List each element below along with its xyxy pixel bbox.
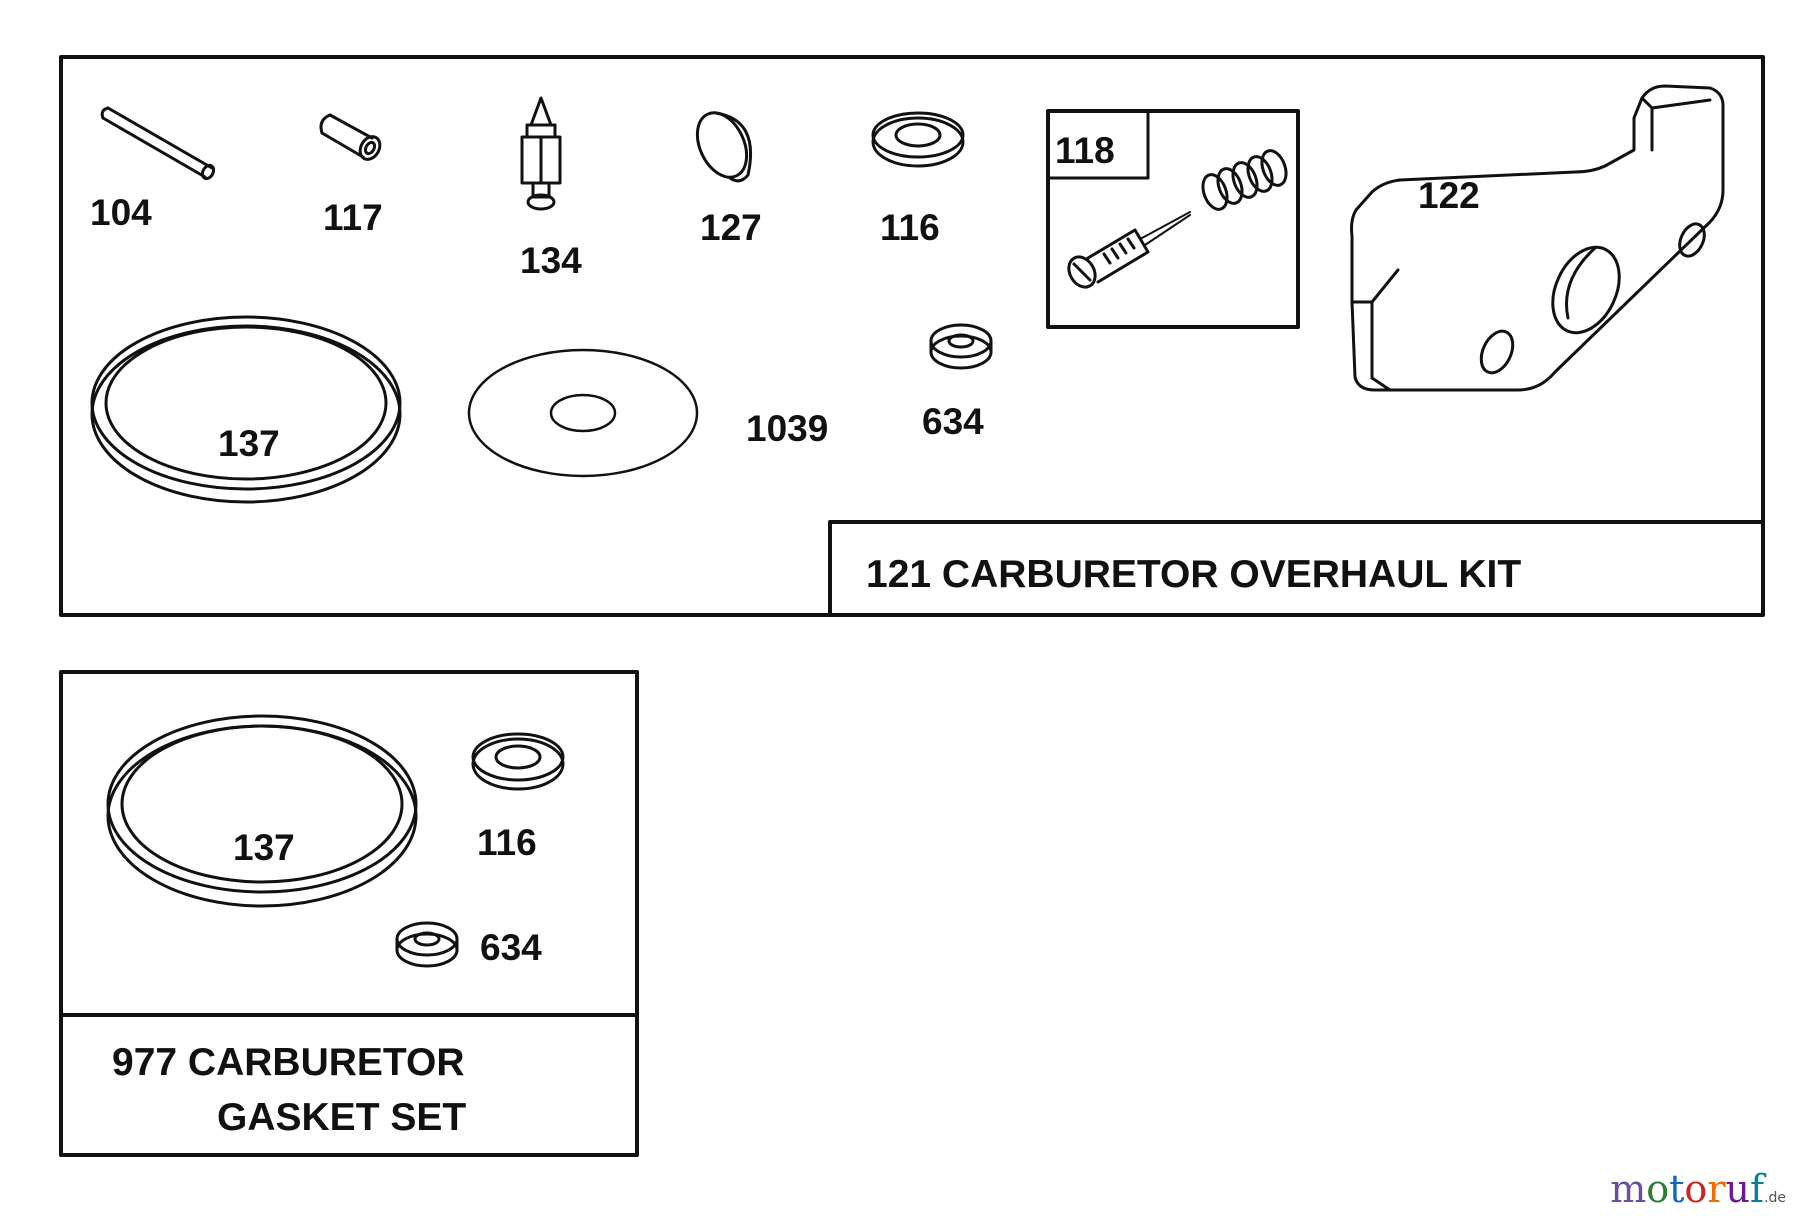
watermark-letter: t bbox=[1669, 1167, 1685, 1211]
overhaul-kit-panel: 121 CARBURETOR OVERHAUL KIT 104 117 bbox=[59, 55, 1765, 617]
part-label-116: 116 bbox=[880, 207, 940, 248]
watermark-logo: motoruf.de bbox=[1610, 1167, 1786, 1211]
watermark-letter: o bbox=[1684, 1167, 1708, 1211]
gasket-set-title-line1: 977 CARBURETOR bbox=[112, 1041, 465, 1084]
part-label-137: 137 bbox=[218, 423, 280, 464]
pin-104-icon bbox=[100, 106, 216, 181]
sleeve-117-icon bbox=[319, 113, 382, 161]
part-label-104: 104 bbox=[90, 192, 152, 233]
watermark-tld: .de bbox=[1764, 1190, 1786, 1206]
needle-valve-134-icon bbox=[520, 96, 562, 211]
watermark-letter: r bbox=[1707, 1167, 1726, 1211]
part-label-122: 122 bbox=[1418, 175, 1480, 216]
part-label-634: 634 bbox=[480, 927, 542, 968]
diaphragm-1039-icon bbox=[467, 348, 699, 478]
part-label-1039: 1039 bbox=[746, 408, 828, 449]
gasket-set-panel: 977 CARBURETOR GASKET SET 137 116 634 bbox=[59, 670, 639, 1157]
part-label-117: 117 bbox=[323, 197, 383, 238]
overhaul-kit-title: 121 CARBURETOR OVERHAUL KIT bbox=[866, 553, 1521, 596]
part-label-116: 116 bbox=[477, 822, 537, 863]
gasket-set-title-line2: GASKET SET bbox=[217, 1096, 466, 1139]
part-label-118: 118 bbox=[1055, 130, 1115, 171]
gasket-ring-137-icon bbox=[106, 714, 418, 908]
plug-127-icon bbox=[695, 111, 753, 183]
part-label-137: 137 bbox=[233, 827, 295, 868]
part-label-634: 634 bbox=[922, 401, 984, 442]
watermark-letter: o bbox=[1646, 1167, 1670, 1211]
insulator-122-icon bbox=[1350, 84, 1725, 392]
watermark-letter: f bbox=[1749, 1167, 1765, 1211]
spring-icon bbox=[1201, 149, 1288, 211]
gasket-ring-137-icon bbox=[90, 315, 402, 504]
watermark-letter: m bbox=[1610, 1167, 1647, 1211]
washer-116-icon bbox=[871, 111, 965, 168]
adjusting-screw-118-box bbox=[1046, 109, 1300, 329]
washer-634-icon bbox=[395, 921, 459, 968]
washer-116-icon bbox=[471, 732, 565, 791]
adjusting-screw-icon bbox=[1067, 211, 1191, 289]
washer-634-icon bbox=[929, 323, 993, 370]
part-label-127: 127 bbox=[700, 207, 762, 248]
part-label-134: 134 bbox=[520, 240, 582, 281]
watermark-letter: u bbox=[1725, 1167, 1750, 1211]
